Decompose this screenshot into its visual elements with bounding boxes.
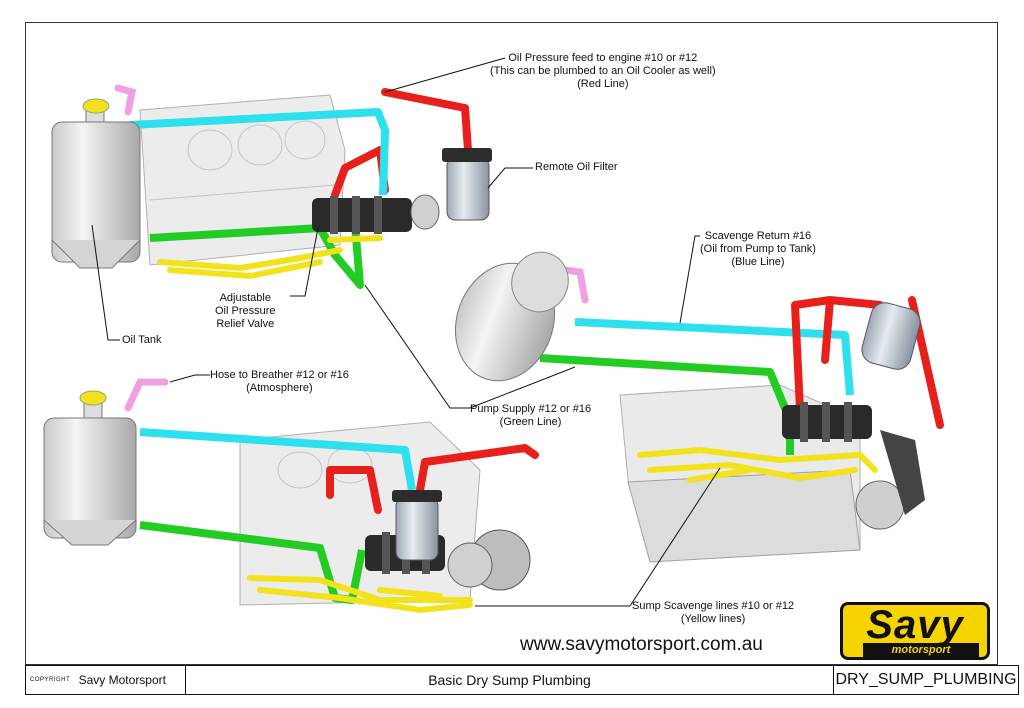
drawing-code: DRY_SUMP_PLUMBING [835, 671, 1017, 688]
label-breather-hose-note: (Atmosphere) [246, 382, 313, 394]
savy-logo: Savy motorsport [840, 602, 990, 660]
label-scavenge-return-title: Scavenge Return #16 [704, 230, 812, 242]
label-remote-oil-filter: Remote Oil Filter [535, 161, 618, 173]
label-oil-pressure-feed-title: Oil Pressure feed to engine #10 or #12 [508, 52, 698, 64]
label-oil-pressure-feed: Oil Pressure feed to engine #10 or #12 (… [490, 52, 716, 91]
oil-pump [782, 402, 872, 442]
logo-name: Savy [866, 603, 964, 647]
assembly-top-left [51, 84, 492, 289]
website-url[interactable]: www.savymotorsport.com.au [520, 634, 763, 655]
assembly-bottom-left [43, 378, 539, 614]
label-oil-tank: Oil Tank [122, 334, 162, 346]
drawing-frame [25, 22, 998, 665]
assembly-right [454, 251, 944, 563]
breather-hose [561, 266, 589, 304]
label-scavenge-return-color: (Blue Line) [731, 256, 785, 268]
label-scavenge-return-note: (Oil from Pump to Tank) [700, 243, 816, 255]
remote-oil-filter [442, 148, 492, 221]
leader-lines [91, 57, 721, 607]
logo-subtitle: motorsport [863, 643, 979, 657]
oil-tank [43, 390, 137, 546]
oil-tank [454, 251, 569, 382]
label-pump-supply-color: (Green Line) [499, 416, 562, 428]
copyright-label: COPYRIGHT [30, 677, 71, 683]
breather-hose [114, 84, 137, 116]
drawing-title: Basic Dry Sump Plumbing [186, 666, 834, 694]
label-relief-valve-line2: Oil Pressure [215, 305, 276, 317]
supply-line [149, 224, 364, 289]
return-line [574, 318, 854, 396]
remote-oil-filter [392, 490, 442, 561]
oil-tank [51, 98, 141, 269]
return-line [139, 428, 416, 491]
breather-hose [124, 378, 169, 412]
label-relief-valve: Adjustable Oil Pressure Relief Valve [215, 292, 276, 331]
oil-pump [312, 194, 440, 234]
pressure-line [326, 444, 539, 514]
label-sump-scavenge-color: (Yellow lines) [680, 613, 746, 625]
label-scavenge-return: Scavenge Return #16 (Oil from Pump to Ta… [700, 230, 816, 269]
label-breather-hose-title: Hose to Breather #12 or #16 [210, 369, 349, 381]
label-pump-supply: Pump Supply #12 or #16 (Green Line) [470, 403, 591, 429]
return-line [129, 108, 389, 196]
title-block: COPYRIGHT Savy Motorsport Basic Dry Sump… [25, 665, 1019, 695]
label-sump-scavenge-title: Sump Scavenge lines #10 or #12 [632, 600, 795, 612]
label-oil-pressure-feed-note: (This can be plumbed to an Oil Cooler as… [490, 65, 716, 77]
title-block-copyright: COPYRIGHT Savy Motorsport [26, 666, 186, 694]
scavenge-lines [247, 575, 473, 614]
engine-block [139, 94, 346, 266]
label-relief-valve-line1: Adjustable [219, 292, 271, 304]
scavenge-lines [157, 235, 383, 280]
label-relief-valve-line3: Relief Valve [216, 318, 275, 330]
organization-name: Savy Motorsport [78, 673, 166, 687]
label-breather-hose: Hose to Breather #12 or #16 (Atmosphere) [210, 369, 349, 395]
label-pump-supply-title: Pump Supply #12 or #16 [470, 403, 592, 415]
scavenge-lines [637, 446, 878, 483]
label-oil-pressure-feed-color: (Red Line) [577, 78, 629, 90]
label-sump-scavenge: Sump Scavenge lines #10 or #12 (Yellow l… [632, 600, 794, 626]
remote-oil-filter [861, 302, 921, 370]
